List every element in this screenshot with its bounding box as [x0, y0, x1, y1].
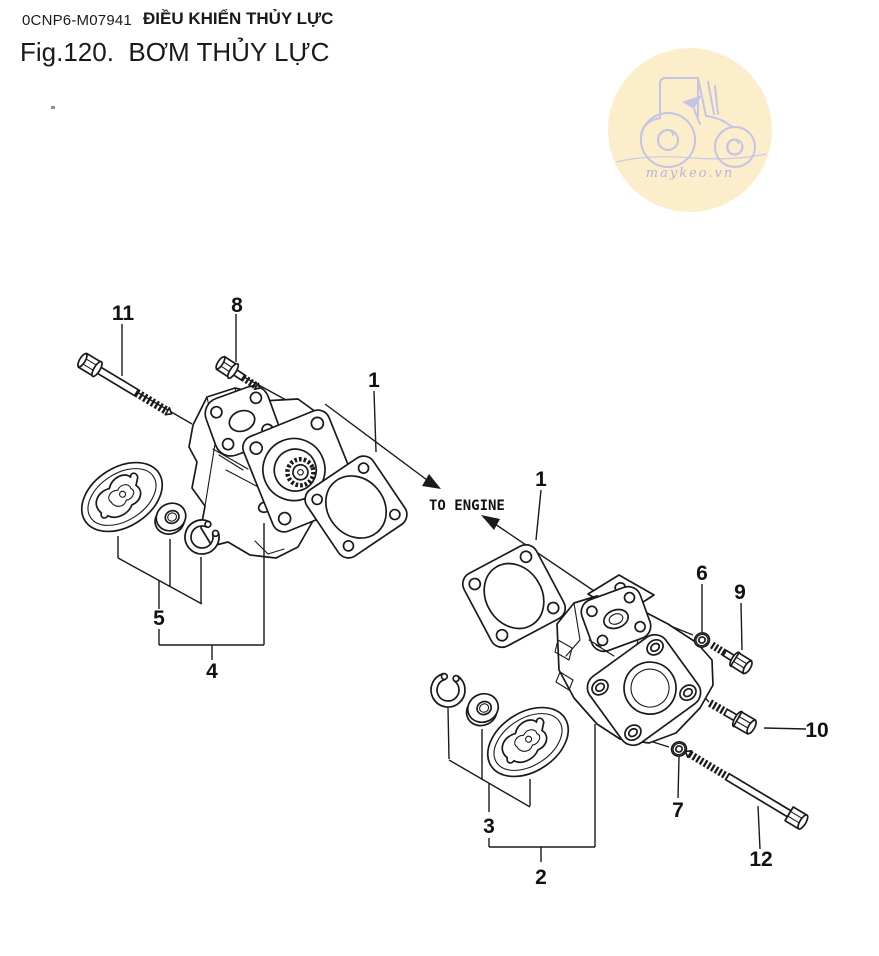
callout-10: 10 [805, 719, 828, 742]
callout-9: 9 [734, 581, 746, 604]
callout-6: 6 [696, 562, 708, 585]
part-gasket-1-left [304, 455, 408, 559]
part-snap-ring-5 [184, 519, 220, 555]
to-engine-arrow-left [422, 474, 441, 489]
watermark-badge: maykeo.vn [608, 48, 772, 212]
callout-8: 8 [231, 294, 243, 317]
callout-5: 5 [153, 607, 165, 630]
callout-leader-lines [117, 314, 807, 862]
callout-7: 7 [672, 799, 684, 822]
callout-11: 11 [112, 302, 135, 325]
part-seal-ring-3 [465, 692, 500, 727]
part-washer-6 [693, 632, 711, 648]
part-bolt-11 [77, 352, 173, 416]
section-title: ĐIỀU KHIỂN THỦY LỰC [143, 9, 334, 28]
callout-3: 3 [483, 815, 495, 838]
figure-title: Fig.120. BƠM THỦY LỰC [20, 37, 330, 67]
mount-face-right [586, 633, 702, 747]
callout-1-left: 1 [368, 369, 380, 392]
part-bolt-9 [710, 641, 753, 675]
callout-12: 12 [749, 848, 772, 871]
part-seal-oval-5 [80, 461, 164, 533]
callout-1-right: 1 [535, 468, 547, 491]
tractor-icon [615, 77, 767, 168]
part-washer-7 [670, 741, 688, 757]
watermark-site-label: maykeo.vn [645, 166, 735, 181]
callout-2: 2 [535, 866, 547, 889]
callout-4: 4 [206, 660, 218, 683]
part-bolt-8 [215, 355, 261, 391]
stray-print-dot [51, 106, 55, 109]
rear-flange-right [580, 585, 652, 653]
document-code: 0CNP6-M07941 [22, 12, 132, 29]
to-engine-label: TO ENGINE [429, 498, 505, 514]
part-bolt-10 [708, 699, 757, 735]
part-gasket-1-right [461, 543, 567, 649]
part-seal-oval-3 [486, 706, 570, 778]
part-bolt-12 [684, 749, 809, 830]
part-snap-ring-3 [430, 672, 466, 708]
part-seal-ring-5 [154, 502, 187, 535]
mount-boss [591, 638, 697, 742]
to-engine-arrow-right [481, 515, 500, 530]
part-pump-assembly-right [554, 574, 714, 747]
spline-shaft [285, 457, 316, 488]
